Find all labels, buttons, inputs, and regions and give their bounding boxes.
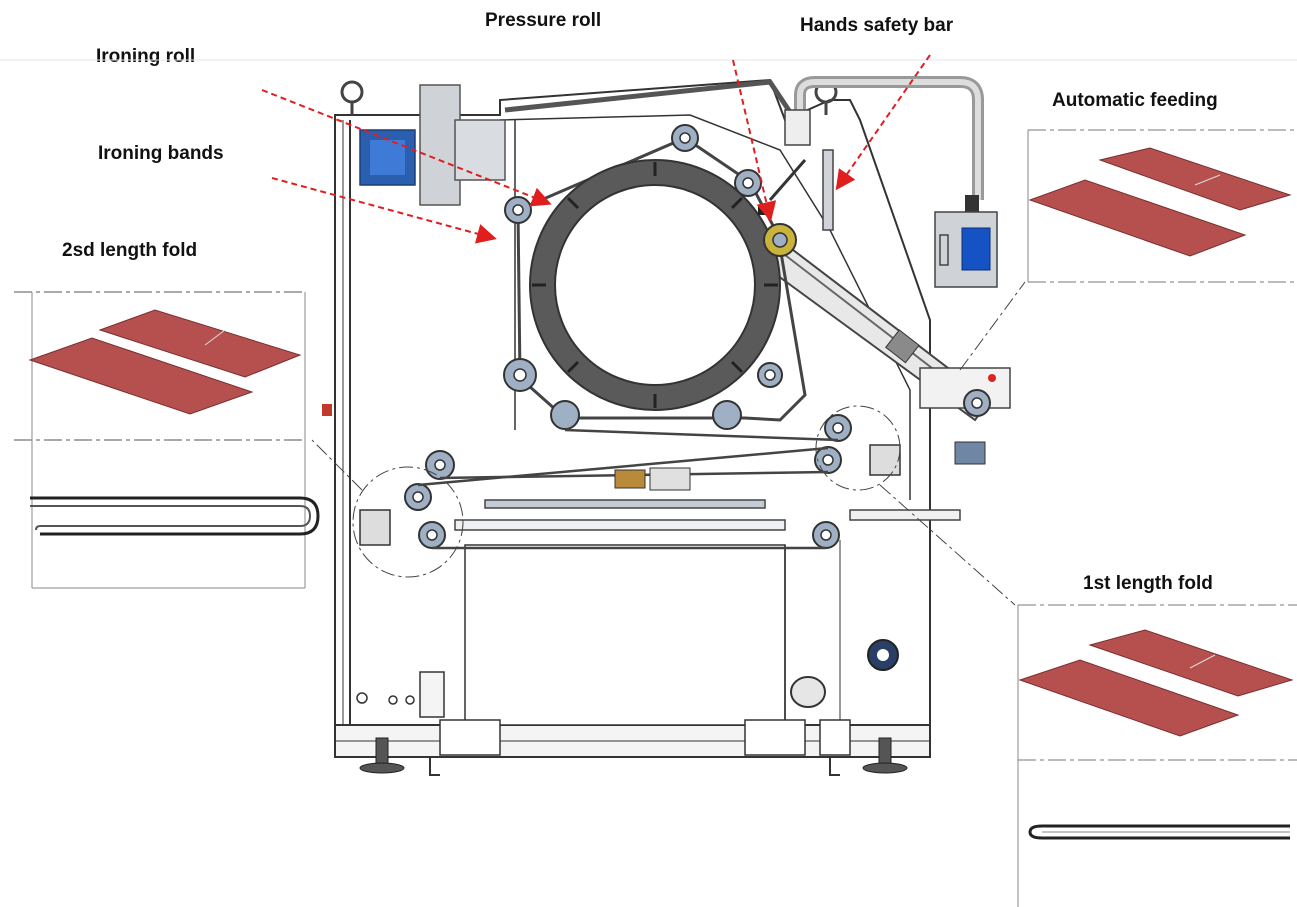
cabinet-details [322,404,899,718]
label-second-length-fold: 2sd length fold [62,240,198,261]
machine-feet [359,737,908,776]
detail-callouts [311,281,1026,606]
label-ironing-roll: Ironing roll [96,46,196,67]
control-box [934,195,998,288]
first-fold-panel [1017,604,1297,907]
label-hands-safety-bar: Hands safety bar [800,15,954,36]
second-fold-panel [14,291,320,589]
feeding-conveyor [768,238,1011,465]
ironing-roll [529,159,781,411]
label-automatic-feeding: Automatic feeding [1052,90,1218,111]
arrow-hands-safety-bar [835,54,931,191]
label-pressure-roll: Pressure roll [485,10,602,31]
label-first-length-fold: 1st length fold [1083,573,1213,594]
ironing-bands [516,136,807,422]
top-rail [504,79,793,114]
arrow-ironing-roll [261,89,552,207]
label-ironing-bands: Ironing bands [98,143,224,164]
hands-safety-bar [768,109,834,231]
cross-bar [454,519,786,531]
arrow-ironing-bands [271,177,497,244]
fold-bar [484,499,766,509]
label-arrows [261,54,931,244]
arrow-pressure-roll [732,59,777,222]
automatic-feeding-panel [1027,129,1297,283]
